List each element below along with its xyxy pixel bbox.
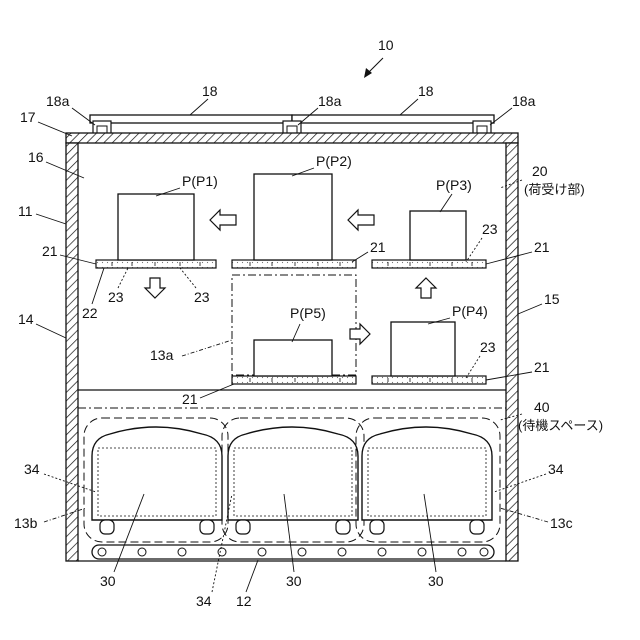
- ref-13c: 13c: [550, 515, 573, 531]
- top-plate-right: [292, 115, 494, 123]
- package-p5: [254, 340, 332, 376]
- tray-p5: [232, 376, 356, 384]
- arrow-down: [145, 278, 165, 298]
- ref-21-p4: 21: [534, 359, 550, 375]
- ref-12: 12: [236, 593, 252, 609]
- ref-23-b: 23: [194, 289, 210, 305]
- figure-number: 10: [378, 37, 394, 53]
- ref-23-a: 23: [108, 289, 124, 305]
- ref-13b: 13b: [14, 515, 38, 531]
- robot-left: [84, 418, 228, 542]
- caption-receiving-part: (荷受け部): [524, 182, 585, 197]
- package-p2: [254, 174, 332, 260]
- package-p1: [118, 194, 194, 260]
- ref-34-right: 34: [548, 461, 564, 477]
- ref-14: 14: [18, 311, 34, 327]
- ref-21-p3: 21: [534, 239, 550, 255]
- ref-40: 40: [534, 399, 550, 415]
- ref-30-left: 30: [100, 573, 116, 589]
- robot-right: [356, 418, 500, 542]
- ref-15: 15: [544, 291, 560, 307]
- ref-30-center: 30: [286, 573, 302, 589]
- top-wall: [66, 133, 518, 143]
- robot-center: [222, 418, 364, 542]
- label-p4: P(P4): [452, 303, 488, 319]
- ref-18a-left: 18a: [46, 93, 70, 109]
- arrow-left-1: [210, 210, 236, 230]
- ref-23-c: 23: [482, 221, 498, 237]
- tray-p2: [232, 260, 356, 268]
- ref-30-right: 30: [428, 573, 444, 589]
- ref-18a-mid: 18a: [318, 93, 342, 109]
- ref-18-left: 18: [202, 83, 218, 99]
- tray-p1: [96, 260, 216, 268]
- arrow-left-2: [348, 210, 374, 230]
- label-p2: P(P2): [316, 153, 352, 169]
- ref-17: 17: [20, 109, 36, 125]
- ref-18-right: 18: [418, 83, 434, 99]
- ref-11: 11: [18, 203, 33, 219]
- figure-pointer: [368, 58, 383, 73]
- ref-23-d: 23: [480, 339, 496, 355]
- ref-21-p1: 21: [42, 243, 58, 259]
- ref-20: 20: [532, 163, 548, 179]
- label-p3: P(P3): [436, 177, 472, 193]
- ref-13a: 13a: [150, 347, 174, 363]
- arrow-up: [416, 278, 436, 298]
- label-p1: P(P1): [182, 173, 218, 189]
- ref-34-center: 34: [196, 593, 212, 609]
- ref-21-p2: 21: [370, 239, 386, 255]
- package-p4: [391, 322, 455, 376]
- ref-34-left: 34: [24, 461, 40, 477]
- ref-18a-right: 18a: [512, 93, 536, 109]
- top-plate-left: [90, 115, 292, 123]
- label-p5: P(P5): [290, 305, 326, 321]
- top-plates: [90, 115, 494, 135]
- left-wall: [66, 143, 78, 561]
- arrow-right: [350, 324, 370, 344]
- ref-22: 22: [82, 305, 98, 321]
- robots: [84, 418, 500, 542]
- package-p3: [410, 211, 466, 260]
- ref-16: 16: [28, 149, 44, 165]
- ref-21-p5: 21: [182, 391, 198, 407]
- caption-waiting-space: (待機スペース): [518, 418, 603, 433]
- tray-p3: [372, 260, 486, 268]
- right-wall: [506, 143, 518, 561]
- tray-p4: [372, 376, 486, 384]
